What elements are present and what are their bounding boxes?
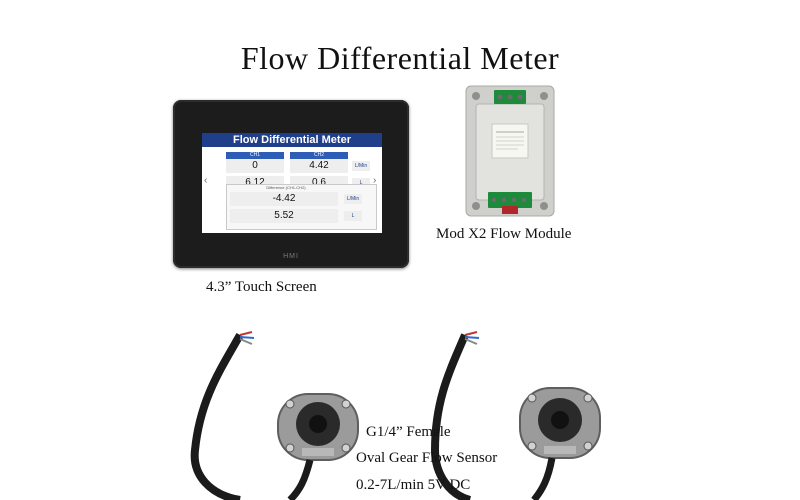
total-unit: L [352, 178, 370, 188]
sensor-caption-line1: G1/4” Female [366, 424, 451, 440]
flow-module-image [465, 85, 555, 217]
chevron-right-icon[interactable]: › [373, 175, 377, 186]
diff-total-value: 5.52 [230, 209, 338, 223]
difference-label: Difference (CH1-CH2) [266, 185, 306, 190]
flow-unit: L/Min [352, 161, 370, 171]
ch1-label: CH1 [226, 152, 284, 159]
sensor-caption-line3: 0.2-7L/min 5V DC [356, 477, 471, 493]
flow-sensor-image-right [430, 331, 601, 500]
screen-title: Flow Differential Meter [202, 133, 382, 147]
diff-flow-value: -4.42 [230, 192, 338, 206]
flow-sensor-image-left [190, 331, 359, 500]
hmi-screen[interactable]: Flow Differential Meter ‹ › CH1 0 6.12 C… [202, 133, 382, 233]
diff-flow-unit: L/Min [344, 194, 362, 204]
page-title: Flow Differential Meter [240, 40, 560, 76]
hmi-bezel-label: HMI [283, 253, 299, 260]
touch-screen-caption: 4.3” Touch Screen [206, 279, 317, 295]
ch2-flow-value: 4.42 [290, 159, 348, 173]
sensor-caption-line2: Oval Gear Flow Sensor [356, 450, 498, 466]
difference-panel [226, 184, 377, 230]
module-caption: Mod X2 Flow Module [436, 226, 572, 242]
chevron-left-icon[interactable]: ‹ [204, 175, 208, 186]
ch2-label: CH2 [290, 152, 348, 159]
diff-total-unit: L [344, 211, 362, 221]
ch1-flow-value: 0 [226, 159, 284, 173]
hmi-device: Flow Differential Meter ‹ › CH1 0 6.12 C… [173, 100, 409, 268]
